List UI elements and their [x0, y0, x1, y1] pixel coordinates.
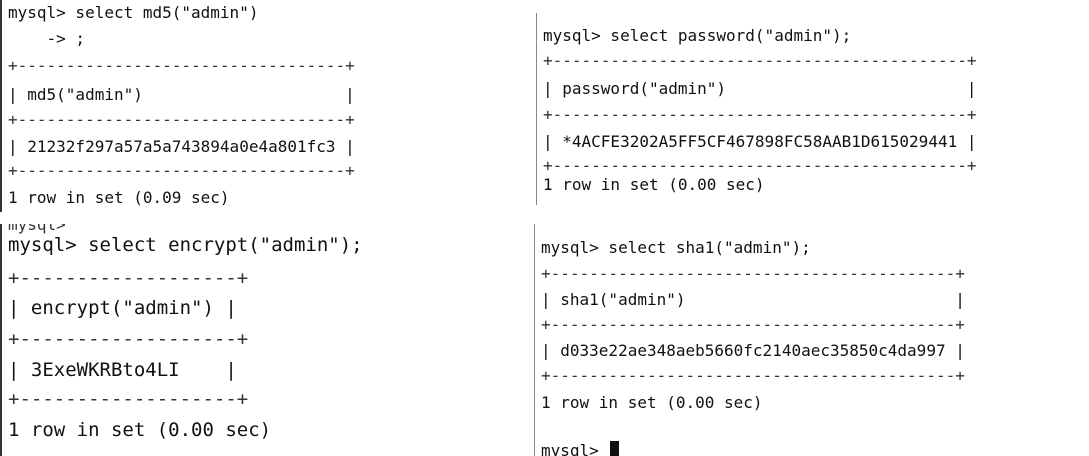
clipped-prompt-fragment: mysql> [8, 224, 66, 234]
table-border-top: +---------------------------------------… [541, 264, 965, 283]
result-status: 1 row in set (0.09 sec) [8, 188, 230, 207]
terminal-panel-md5: mysql> select md5("admin") -> ; +-------… [0, 0, 472, 212]
result-status: 1 row in set (0.00 sec) [8, 419, 272, 441]
command-line: mysql> select md5("admin") [8, 3, 259, 22]
table-border-bottom: +---------------------------------------… [543, 156, 977, 175]
command-line: mysql> select sha1("admin"); [541, 238, 811, 257]
table-border-mid: +----------------------------------+ [8, 110, 355, 129]
table-border-bottom: +---------------------------------------… [541, 366, 965, 385]
terminal-input-line[interactable]: mysql> [541, 441, 620, 456]
table-header-row: | sha1("admin") | [541, 290, 965, 309]
table-border-top: +----------------------------------+ [8, 56, 355, 75]
table-border-top: +---------------------------------------… [543, 51, 977, 70]
table-border-top: +-------------------+ [8, 267, 249, 289]
terminal-panel-password: mysql> select password("admin"); +------… [536, 13, 1089, 205]
command-line: mysql> select password("admin"); [543, 26, 852, 45]
table-value-row: | 3ExeWKRBto4LI | [8, 359, 237, 381]
next-prompt: mysql> [541, 441, 599, 456]
table-border-bottom: +-------------------+ [8, 388, 249, 410]
table-border-mid: +---------------------------------------… [543, 105, 977, 124]
table-value-row: | *4ACFE3202A5FF5CF467898FC58AAB1D615029… [543, 132, 977, 151]
terminal-panel-sha1: mysql> select sha1("admin"); +----------… [534, 224, 1089, 456]
table-header-row: | password("admin") | [543, 79, 977, 98]
table-value-row: | 21232f297a57a5a743894a0e4a801fc3 | [8, 137, 355, 156]
table-border-bottom: +----------------------------------+ [8, 161, 355, 180]
table-border-mid: +-------------------+ [8, 328, 249, 350]
command-line: mysql> select encrypt("admin"); [8, 234, 363, 256]
table-header-row: | md5("admin") | [8, 85, 355, 104]
result-status: 1 row in set (0.00 sec) [541, 393, 763, 412]
table-border-mid: +---------------------------------------… [541, 315, 965, 334]
table-header-row: | encrypt("admin") | [8, 297, 237, 319]
continuation-line: -> ; [8, 29, 86, 48]
terminal-panel-encrypt: mysql> mysql> select encrypt("admin"); +… [0, 224, 472, 456]
cursor-icon [610, 441, 620, 456]
table-value-row: | d033e22ae348aeb5660fc2140aec35850c4da9… [541, 341, 965, 360]
result-status: 1 row in set (0.00 sec) [543, 175, 765, 194]
